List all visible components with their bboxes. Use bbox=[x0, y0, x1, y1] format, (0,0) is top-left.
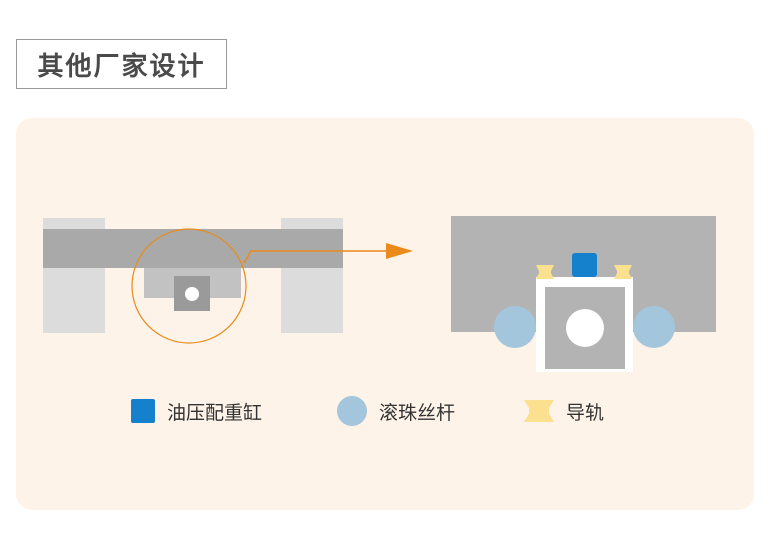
zoom-arrow bbox=[243, 243, 413, 264]
ball-screw-left bbox=[494, 306, 536, 348]
crossbeam bbox=[43, 229, 343, 268]
legend-label: 导轨 bbox=[566, 401, 605, 424]
legend-label: 滚珠丝杆 bbox=[379, 401, 456, 424]
spindle-hole bbox=[185, 287, 199, 301]
ball-screw-right bbox=[633, 306, 675, 348]
legend-item-guide-rail: 导轨 bbox=[524, 395, 604, 427]
guide-rail-right bbox=[614, 265, 632, 279]
legend: 油压配重缸 滚珠丝杆 导轨 bbox=[0, 395, 770, 427]
guide-rail-left bbox=[536, 265, 554, 279]
legend-label: 油压配重缸 bbox=[167, 401, 263, 424]
legend-item-hydraulic-cylinder: 油压配重缸 bbox=[131, 395, 262, 427]
hydraulic-cylinder bbox=[572, 253, 597, 277]
arrowhead-icon bbox=[386, 243, 413, 259]
right-detail-view bbox=[451, 216, 716, 372]
light-blue-circle-icon bbox=[337, 396, 367, 426]
highlight-circle bbox=[131, 228, 247, 344]
yellow-rail-icon bbox=[524, 400, 554, 422]
zoom-arrow-line bbox=[243, 250, 388, 264]
page-title: 其他厂家设计 bbox=[16, 39, 227, 89]
detail-spindle-hole bbox=[566, 309, 604, 347]
legend-item-ball-screw: 滚珠丝杆 bbox=[337, 395, 455, 427]
left-machine-view bbox=[43, 218, 343, 344]
blue-square-icon bbox=[131, 399, 155, 423]
